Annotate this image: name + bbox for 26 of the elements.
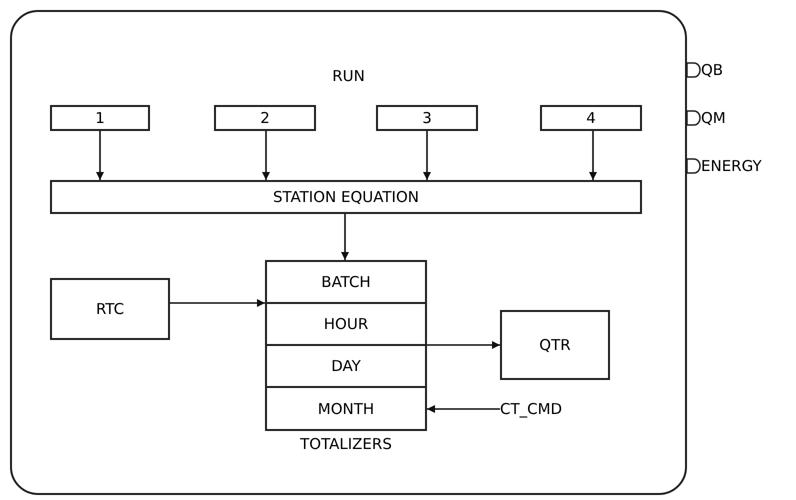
arrow xyxy=(341,214,349,260)
port-label: QM xyxy=(701,109,726,127)
stack-row: MONTH xyxy=(265,386,427,431)
stack-row: DAY xyxy=(265,344,427,388)
input-box: 1 xyxy=(50,105,150,131)
container-frame xyxy=(10,10,687,495)
arrow xyxy=(589,131,597,180)
arrow xyxy=(427,405,500,413)
input-box: 3 xyxy=(376,105,478,131)
arrow xyxy=(423,131,431,180)
process-box: STATION EQUATION xyxy=(50,180,642,214)
stack-row: BATCH xyxy=(265,260,427,304)
stack-title: TOTALIZERS xyxy=(300,435,392,453)
arrow xyxy=(96,131,104,180)
port-label: QB xyxy=(701,61,724,79)
process-box: RTC xyxy=(50,278,170,340)
input-box: 2 xyxy=(214,105,316,131)
stack-row: HOUR xyxy=(265,302,427,346)
arrow xyxy=(262,131,270,180)
arrow xyxy=(427,341,500,349)
arrow xyxy=(170,299,265,307)
diagram-heading: RUN xyxy=(331,67,366,85)
signal-label: CT_CMD xyxy=(500,398,590,420)
port-label: ENERGY xyxy=(701,157,762,175)
process-box: QTR xyxy=(500,310,610,380)
input-box: 4 xyxy=(540,105,642,131)
